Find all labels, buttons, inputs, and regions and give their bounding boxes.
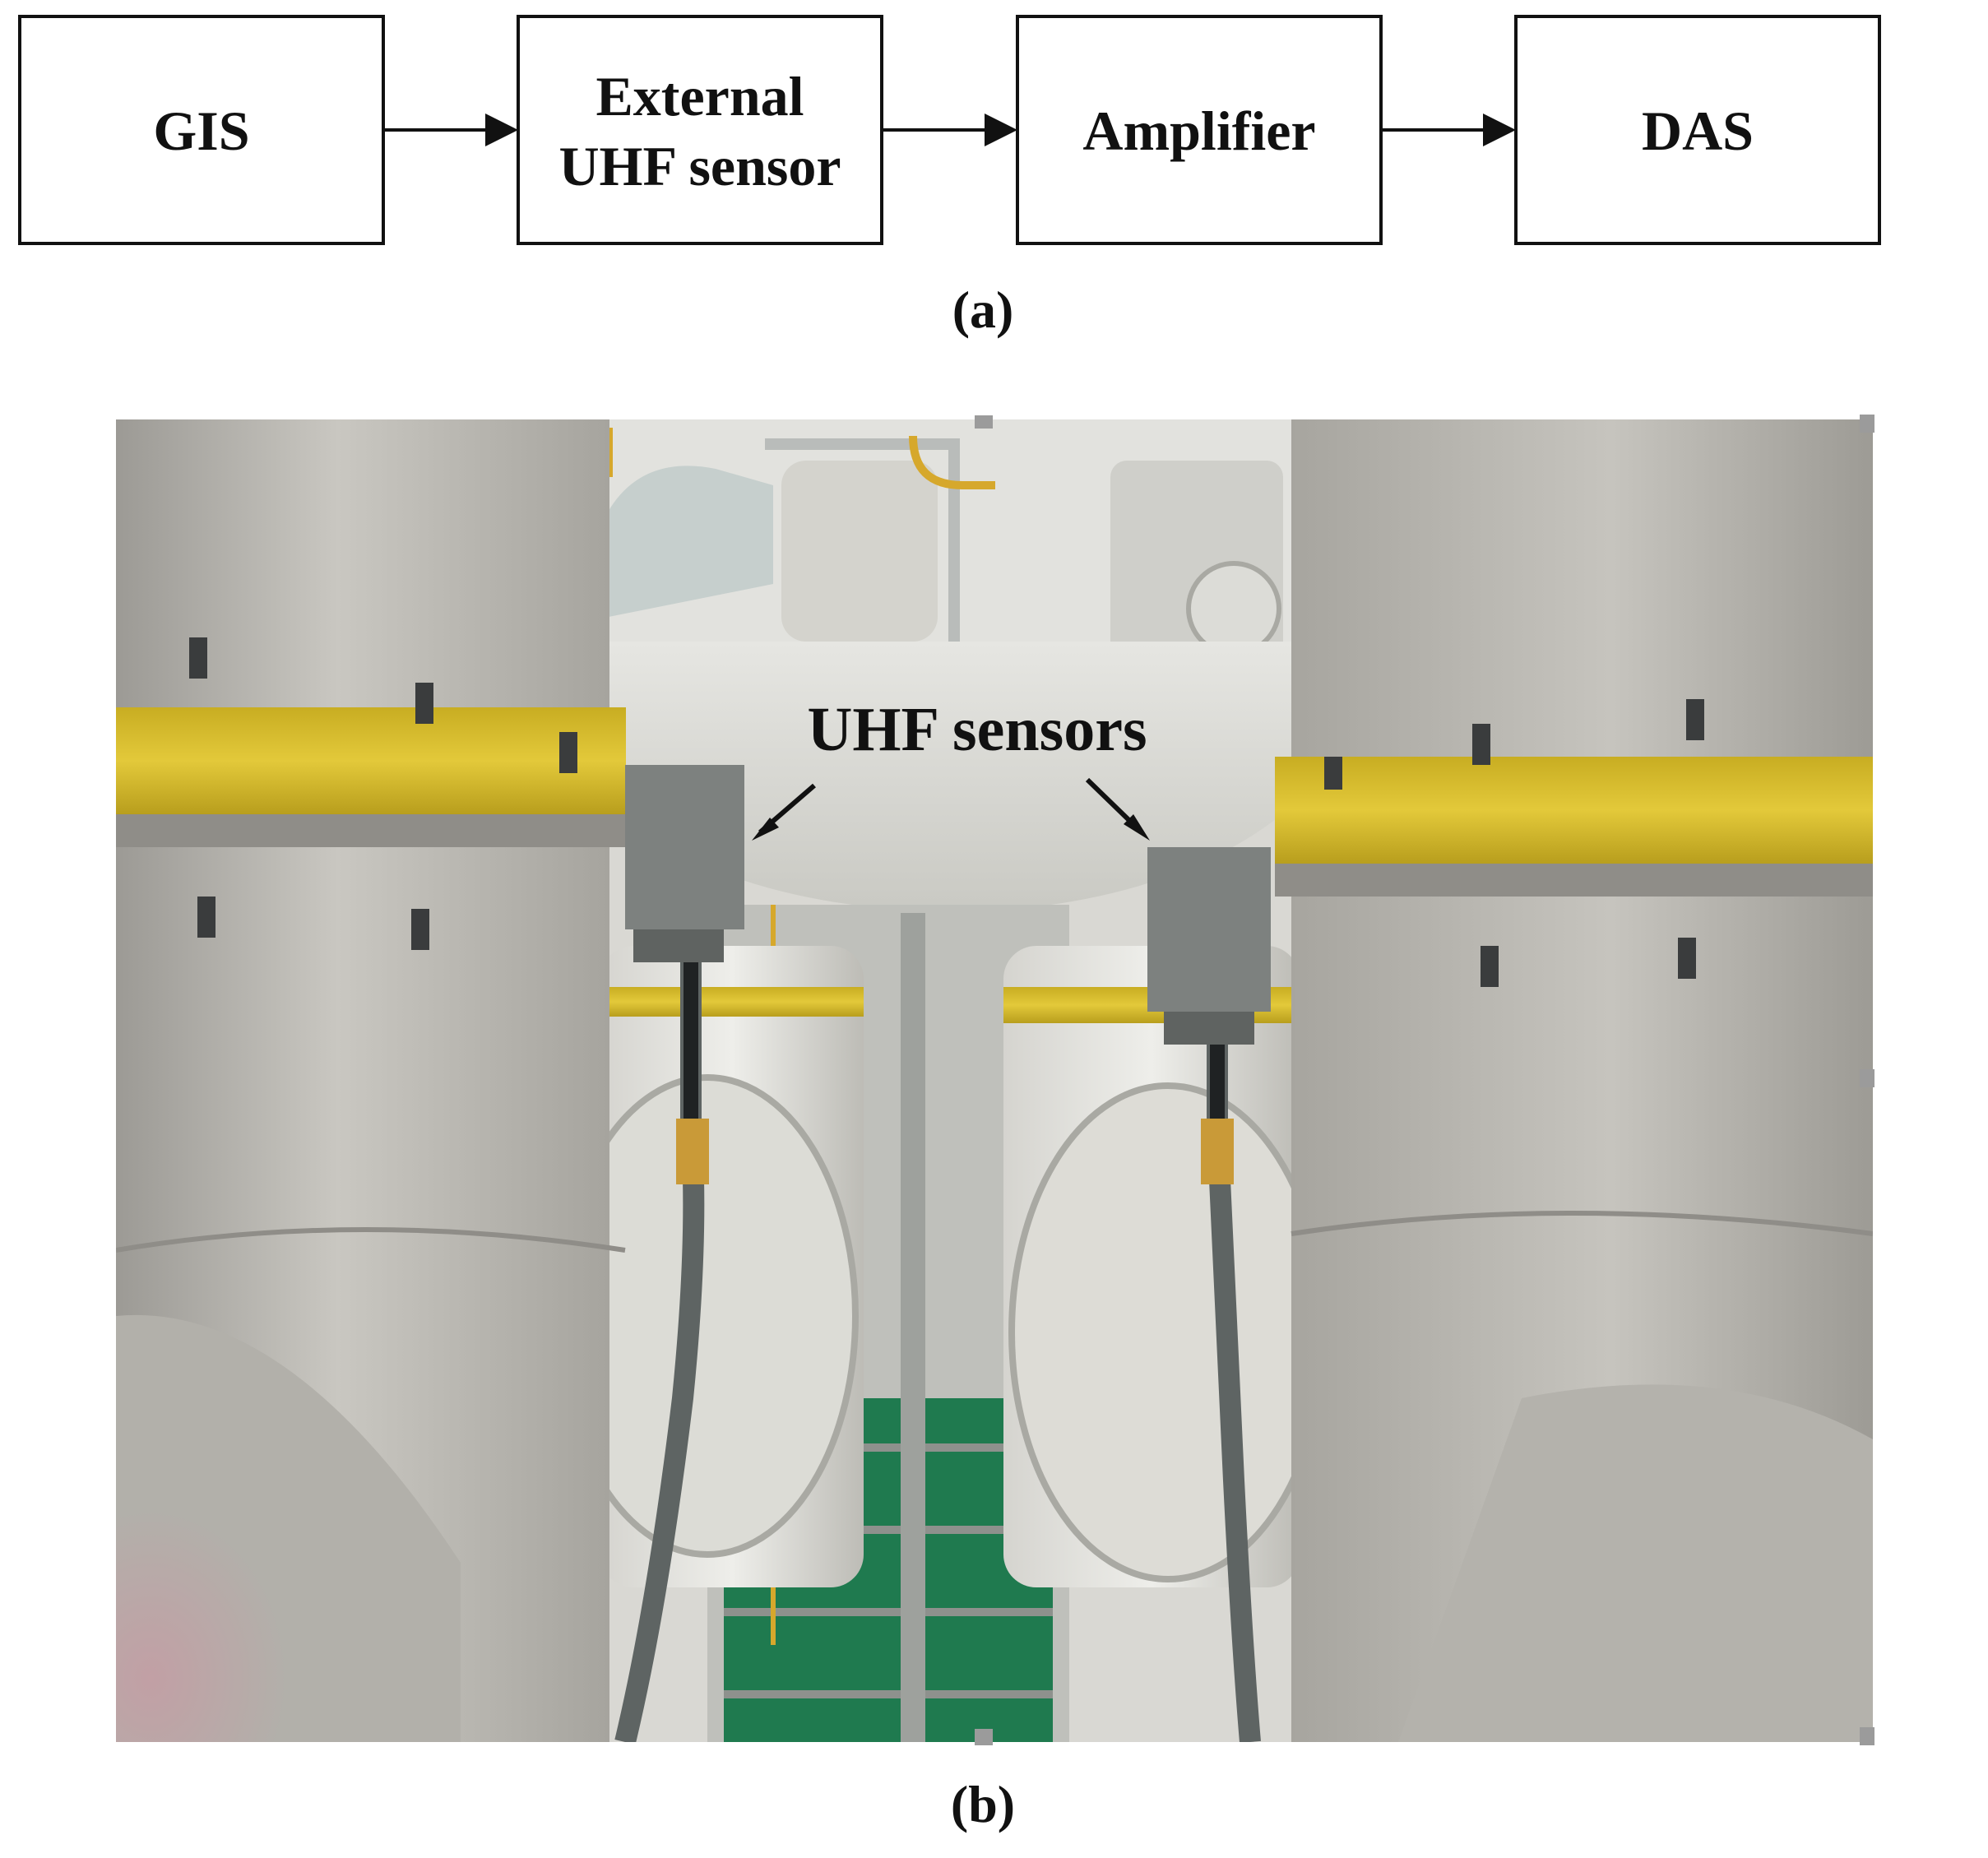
uhf-sensor-left xyxy=(625,765,744,962)
block-external-uhf-sensor: External UHF sensor xyxy=(517,15,883,245)
block-amplifier-label: Amplifier xyxy=(1082,100,1315,162)
block-sensor-label-line2: UHF sensor xyxy=(558,135,841,197)
block-das: DAS xyxy=(1514,15,1881,245)
block-diagram: GIS External UHF sensor Amplifier DAS (a… xyxy=(18,15,1881,339)
photo-content xyxy=(116,419,1873,1742)
caption-a: (a) xyxy=(952,280,1014,339)
annotation-uhf-sensors: UHF sensors xyxy=(807,695,1147,764)
uhf-sensor-right xyxy=(1147,847,1271,1045)
block-amplifier: Amplifier xyxy=(1016,15,1383,245)
block-gis-label: GIS xyxy=(153,100,249,162)
block-sensor-label-line1: External xyxy=(595,65,804,127)
block-das-label: DAS xyxy=(1642,100,1754,162)
block-gis: GIS xyxy=(18,15,385,245)
caption-b: (b) xyxy=(951,1775,1015,1833)
